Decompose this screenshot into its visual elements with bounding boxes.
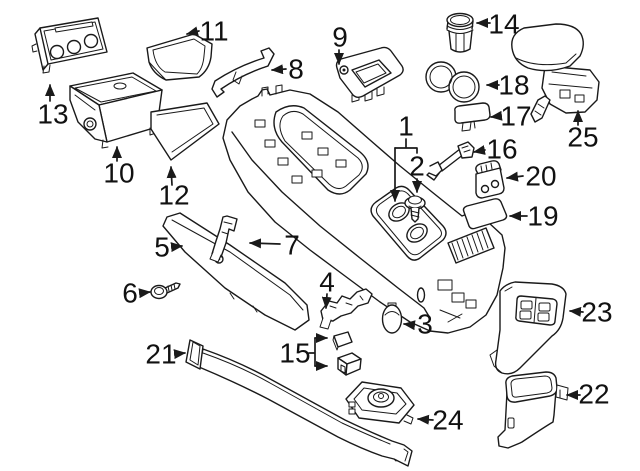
part-11-drawing [146,33,213,81]
callout-number-7: 7 [284,230,300,261]
callout-number-20: 20 [525,161,556,192]
callout-number-18: 18 [498,70,529,101]
leader-arrow-17 [490,110,503,121]
part-7-drawing [209,215,238,263]
part-20-drawing [475,160,505,199]
callout-3: 3 [403,309,433,340]
leader-arrow-4 [321,293,332,309]
callout-number-14: 14 [488,9,519,40]
callout-12: 12 [158,166,190,211]
leader-arrow-6 [138,288,151,299]
callout-5: 5 [154,232,183,263]
callout-number-2: 2 [409,151,425,182]
callout-number-17: 17 [500,101,531,132]
callout-25: 25 [567,110,599,153]
callout-4: 4 [319,267,335,309]
part-17-drawing [454,102,491,132]
callout-14: 14 [476,9,520,40]
callout-18: 18 [486,70,530,101]
callout-number-4: 4 [319,267,335,298]
callout-number-11: 11 [199,16,228,47]
callout-number-12: 12 [158,180,189,211]
part-8-drawing [211,47,275,98]
callout-number-10: 10 [103,158,134,189]
part-19-drawing [462,198,508,230]
callout-number-15: 15 [279,338,310,369]
part-21-drawing [185,339,413,467]
callout-number-13: 13 [37,99,68,130]
callout-number-5: 5 [154,232,170,263]
leader-arrow-8 [271,64,287,75]
callout-number-16: 16 [486,134,517,165]
callout-number-8: 8 [288,54,304,85]
part-9-drawing [335,46,404,103]
callout-1: 1 [390,111,418,202]
leader-arrow-12 [166,166,177,186]
leader-arrow-3 [403,320,416,331]
part-10-drawing [69,72,163,149]
leader-arrow-23 [569,306,584,317]
part-24-drawing [345,381,415,425]
callout-number-19: 19 [527,201,558,232]
leader-arrow-16 [473,145,486,155]
part-22-drawing [497,371,569,449]
part-12-drawing [150,102,220,161]
part-13-drawing [31,17,108,74]
callout-17: 17 [490,101,532,132]
callout-number-3: 3 [417,309,433,340]
leader-arrow-20 [506,171,524,182]
leader-arrow-7 [249,238,281,249]
callout-21: 21 [145,339,186,370]
callout-20: 20 [506,161,557,192]
part-14-drawing [446,12,474,53]
callout-22: 22 [566,379,610,410]
leader-arrow-5 [170,242,183,253]
part-3-drawing [381,302,403,334]
callout-9: 9 [332,22,348,65]
callout-11: 11 [186,16,229,47]
part-15-drawing [332,331,362,376]
callout-10: 10 [103,146,135,189]
part-16-drawing [426,141,475,181]
callout-number-23: 23 [581,297,612,328]
callout-number-25: 25 [567,122,598,153]
leader-bracket-1 [394,138,418,154]
callout-24: 24 [417,405,464,436]
leader-arrow-21 [173,349,186,360]
callout-number-1: 1 [398,111,414,142]
leader-arrow-24 [417,414,434,425]
part-23-drawing [489,281,567,375]
callout-15: 15 [279,333,328,371]
part-4-drawing [319,288,373,330]
callout-13: 13 [37,84,69,130]
leader-bracket-15 [308,337,316,367]
callout-number-22: 22 [578,379,609,410]
leader-arrow-11 [186,26,200,37]
callout-number-21: 21 [145,339,176,370]
callout-number-9: 9 [332,22,348,53]
callout-number-6: 6 [122,278,138,309]
callout-23: 23 [569,297,613,328]
callout-19: 19 [509,201,559,232]
part-6-drawing [150,282,181,300]
callout-6: 6 [122,278,151,309]
part-25-drawing [511,23,600,123]
callout-number-24: 24 [432,405,463,436]
part-2-drawing [404,195,426,223]
callout-16: 16 [473,134,518,165]
part-console-assembly-drawing [222,84,506,334]
part-18-drawing [425,61,480,103]
callout-7: 7 [249,230,300,261]
callout-2: 2 [409,151,425,193]
callout-8: 8 [271,54,304,85]
